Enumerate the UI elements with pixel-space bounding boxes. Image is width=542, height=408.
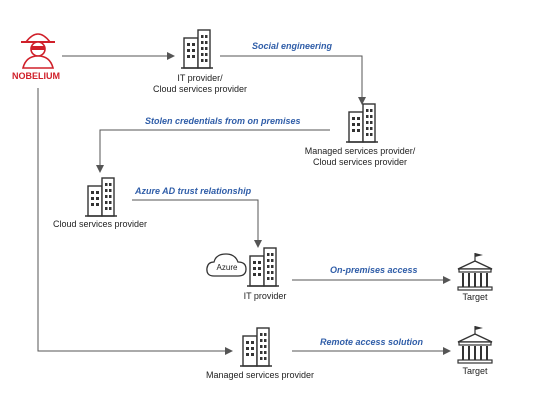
edge-stolen-credentials (96, 129, 330, 173)
it-provider-cloud-label: IT provider/ Cloud services provider (140, 73, 260, 95)
it-provider-cloud-label-line2: Cloud services provider (152, 84, 248, 94)
edge-label-remote-access: Remote access solution (320, 337, 424, 347)
edge-label-azure-ad-trust: Azure AD trust relationship (135, 186, 252, 196)
target1-bank-icon (457, 252, 493, 291)
azure-label: Azure (217, 263, 238, 272)
target2-label: Target (462, 366, 488, 376)
cloud-services-building-icon (84, 177, 118, 217)
msp-cloud-label: Managed services provider/ Cloud service… (290, 146, 430, 168)
edge-label-stolen-credentials: Stolen credentials from on premises (145, 116, 301, 126)
msp-cloud-label-line2: Cloud services provider (312, 157, 408, 167)
edge-label-social-engineering: Social engineering (252, 41, 333, 51)
target2-bank-icon (457, 325, 493, 364)
hacker-icon (21, 33, 55, 69)
it-provider-cloud-label-line1: IT provider/ (177, 73, 223, 83)
edge-actor-to-msp (37, 88, 233, 355)
edge-azure-ad-trust (132, 199, 262, 248)
msp-cloud-building-icon (345, 103, 379, 143)
target1-label: Target (462, 292, 488, 302)
it-provider-building-icon (246, 247, 280, 287)
cloud-services-label: Cloud services provider (52, 219, 148, 229)
msp-label: Managed services provider (205, 370, 315, 380)
connectors (37, 52, 451, 355)
azure-cloud-icon: Azure (206, 253, 247, 277)
msp-building-icon (239, 327, 273, 367)
it-provider-label: IT provider (243, 291, 287, 301)
edge-social-engineering (220, 55, 366, 105)
it-provider-cloud-building-icon (180, 29, 214, 69)
actor-label: NOBELIUM (12, 71, 60, 81)
edge-label-on-premises-access: On-premises access (330, 265, 418, 275)
msp-cloud-label-line1: Managed services provider/ (304, 146, 416, 156)
